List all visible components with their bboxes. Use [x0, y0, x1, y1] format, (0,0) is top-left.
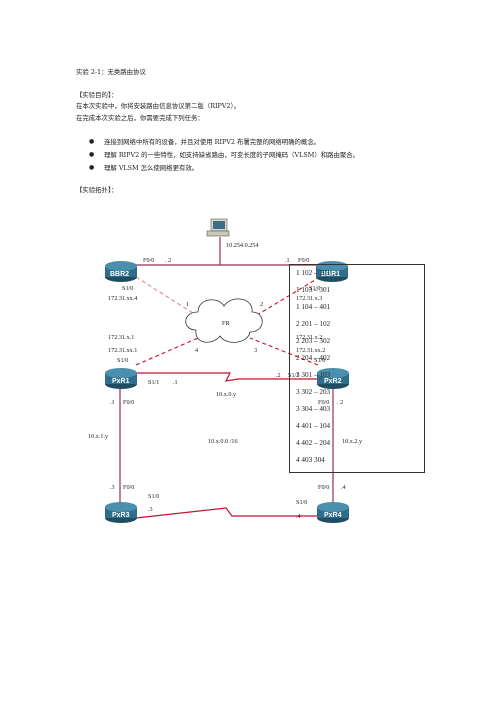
dlci-row: 1 102 – 201	[296, 269, 331, 277]
router-icon-pxr3	[105, 502, 137, 523]
fr-link-pxr2	[249, 337, 319, 366]
ip-label: .3	[148, 506, 153, 513]
network-label: 172.31.xx.1	[108, 347, 137, 354]
router-name: BBR2	[110, 271, 129, 278]
network-label: 10.x.0.y	[216, 391, 237, 398]
router-icon-bbr2	[105, 261, 137, 282]
ip-label: .1	[110, 399, 115, 406]
server-ip-label: 10.254.0.254	[226, 242, 258, 249]
bullet-dot-icon: ●	[89, 138, 95, 145]
dlci-row: 2 201 – 102	[296, 320, 331, 328]
dlci-row: 3 302 – 203	[296, 388, 331, 396]
ip-label: . 2	[337, 399, 343, 406]
dlci-row: 2 204 – 402	[296, 354, 331, 362]
fr-link-bbr2	[135, 276, 197, 316]
bullet-item: 理解 RIPV2 的一些特性，如支持缺省路由，可变长度的子网掩码（VLSM）和路…	[104, 151, 360, 159]
router-icon-bbr1	[316, 261, 348, 282]
ip-label: . 2	[165, 257, 171, 264]
network-label: 172.31.x.2	[296, 334, 322, 341]
fr-link-bbr1	[251, 276, 321, 319]
dlci-row: 4 403 304	[296, 456, 325, 464]
router-name: PxR2	[324, 378, 342, 385]
router-icon-pxr2	[317, 368, 349, 389]
network-label: 172.31.x.1	[108, 334, 134, 341]
ip-label: .1	[173, 379, 178, 386]
interface-label: F0/0	[123, 399, 134, 406]
fr-link-pxr1	[135, 337, 199, 366]
bullet-item: 理解 VLSM 怎么使网络更有效。	[104, 164, 199, 172]
dlci-row: 3 301 – 103	[296, 371, 331, 379]
interface-label: F0/0	[298, 257, 309, 264]
topology-heading: 【实验拓扑】：	[76, 186, 118, 194]
dlci-label: 2	[260, 301, 263, 308]
intro-line-1: 在本次实验中，你将安装路由信息协议第二版（RIPV2）。	[76, 102, 241, 110]
dlci-row: 2 203 – 302	[296, 337, 331, 345]
network-label: 172.31.x.3	[296, 295, 322, 302]
interface-label: S1/0	[122, 285, 133, 292]
server-pc-icon	[206, 218, 230, 237]
router-name: PxR1	[112, 378, 130, 385]
interface-label: F0/0	[123, 484, 134, 491]
network-label: 10.x.1.y	[88, 433, 109, 440]
bullet-item: 连接到网络中所有的设备，并且对使用 RIPV2 布署完整的网络明确的概念。	[104, 138, 321, 146]
dlci-row: 4 401 – 104	[296, 422, 331, 430]
dlci-label: 1	[186, 301, 189, 308]
dlci-row: 3 304 – 403	[296, 405, 331, 413]
ip-label: .4	[296, 513, 301, 520]
interface-label: S1/0	[148, 493, 159, 500]
interface-label: S1/0	[314, 357, 325, 364]
router-icon-pxr1	[105, 368, 137, 389]
interface-label: S1/0	[296, 499, 307, 506]
network-label: 172.31.xx.4	[108, 295, 137, 302]
router-icon-pxr4	[317, 502, 349, 523]
interface-label: F0/0	[143, 257, 154, 264]
bullet-dot-icon: ●	[89, 164, 95, 171]
network-label: 10.x.0.0 /16	[208, 438, 238, 445]
interface-label: S1/0	[309, 285, 320, 292]
interface-label: S1/1	[288, 372, 299, 379]
router-name: PxR4	[324, 512, 342, 519]
dlci-label: 3	[254, 347, 257, 354]
network-label: 10.x.2.y	[342, 438, 363, 445]
dlci-row: 4 402 – 204	[296, 439, 331, 447]
purpose-heading: 【实验目的】：	[76, 91, 118, 99]
fr-cloud-label: FR	[222, 320, 230, 327]
router-name: PxR3	[112, 512, 130, 519]
doc-title: 实验 2-1：无类路由协议	[76, 68, 146, 76]
interface-label: S1/1	[148, 379, 159, 386]
dlci-mapping-table: 1 102 – 201 1 103 – 301 1 104 – 401 2 20…	[289, 264, 425, 473]
router-name: BBR1	[321, 271, 340, 278]
dlci-label: 4	[195, 347, 198, 354]
ip-label: .4	[341, 484, 346, 491]
intro-line-2: 在完成本次实验之后，你需要完成下列任务：	[76, 114, 204, 122]
interface-label: S1/0	[117, 357, 128, 364]
serial-link-pxr1-pxr2	[136, 372, 318, 382]
interface-label: F0/0	[318, 399, 329, 406]
frame-relay-cloud-icon	[185, 298, 263, 343]
network-label: 172.31.xx.2	[296, 347, 325, 354]
ip-label: .3	[110, 484, 115, 491]
interface-label: F0/0	[318, 484, 329, 491]
bullet-dot-icon: ●	[89, 151, 95, 158]
dlci-row: 1 103 – 301	[296, 286, 331, 294]
dlci-row: 1 104 – 401	[296, 303, 331, 311]
serial-link-pxr3-pxr4	[135, 507, 318, 519]
ip-label: .1	[285, 257, 290, 264]
ip-label: .2	[276, 372, 281, 379]
